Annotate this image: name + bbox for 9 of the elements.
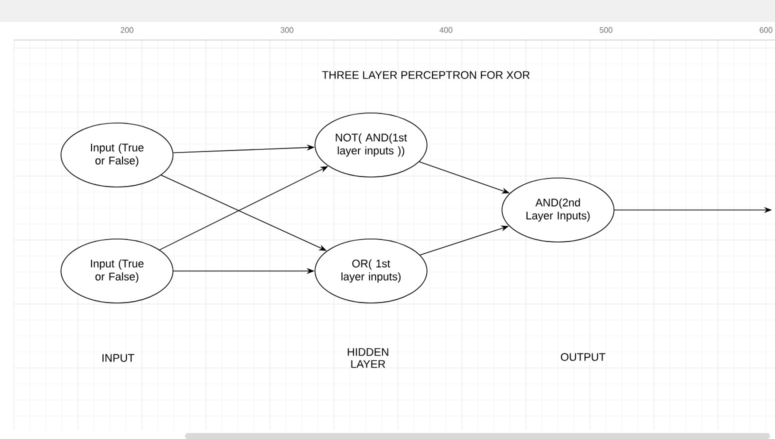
- ruler-number: 300: [280, 27, 294, 33]
- ruler-number: 400: [440, 27, 452, 33]
- layer-label: OUTPUT: [560, 353, 606, 361]
- ruler-number: 600: [760, 27, 772, 33]
- title: THREE LAYER PERCEPTRON FOR XOR: [322, 71, 530, 79]
- layer-label: INPUT: [102, 354, 134, 362]
- layer-label: HIDDEN LAYER: [348, 348, 388, 368]
- ruler-number: 500: [600, 27, 612, 33]
- ruler-number: 200: [120, 27, 134, 33]
